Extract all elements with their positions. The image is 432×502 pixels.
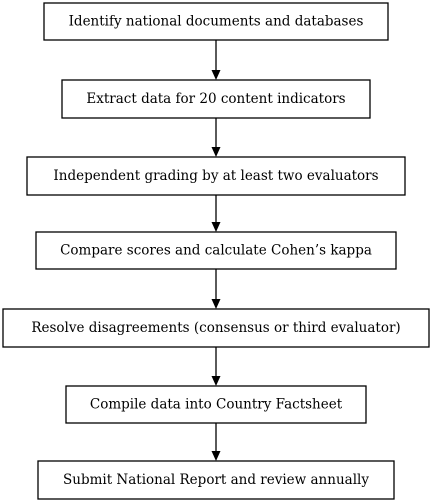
flow-node-6: Compile data into Country Factsheet [65,385,367,424]
flow-arrow-6-7 [211,423,221,461]
flow-node-2: Extract data for 20 content indicators [61,79,371,119]
flow-node-1-box [43,2,389,41]
flow-node-2-label: Extract data for 20 content indicators [86,91,345,107]
flow-arrow-4-5 [211,269,221,309]
flow-arrow-5-6 [211,347,221,386]
flow-node-3-label: Independent grading by at least two eval… [53,168,378,184]
flow-node-1: Identify national documents and database… [43,2,389,41]
flow-node-7: Submit National Report and review annual… [37,460,395,500]
flow-node-5: Resolve disagreements (consensus or thir… [2,308,430,348]
flow-arrow-2-3 [211,118,221,157]
flow-node-6-label: Compile data into Country Factsheet [90,397,343,413]
flow-node-3: Independent grading by at least two eval… [26,156,406,196]
flow-arrow-1-2 [211,40,221,80]
flow-node-2-box [61,79,371,119]
flow-node-1-label: Identify national documents and database… [69,14,364,30]
flow-node-3-box [26,156,406,196]
flow-node-7-label: Submit National Report and review annual… [63,472,369,488]
flow-node-5-label: Resolve disagreements (consensus or thir… [31,320,400,336]
flow-node-4-label: Compare scores and calculate Cohen’s kap… [60,243,372,259]
flow-node-4: Compare scores and calculate Cohen’s kap… [35,231,397,270]
flow-node-6-box [65,385,367,424]
flow-node-7-box [37,460,395,500]
flow-arrow-3-4 [211,195,221,232]
flow-node-5-box [2,308,430,348]
